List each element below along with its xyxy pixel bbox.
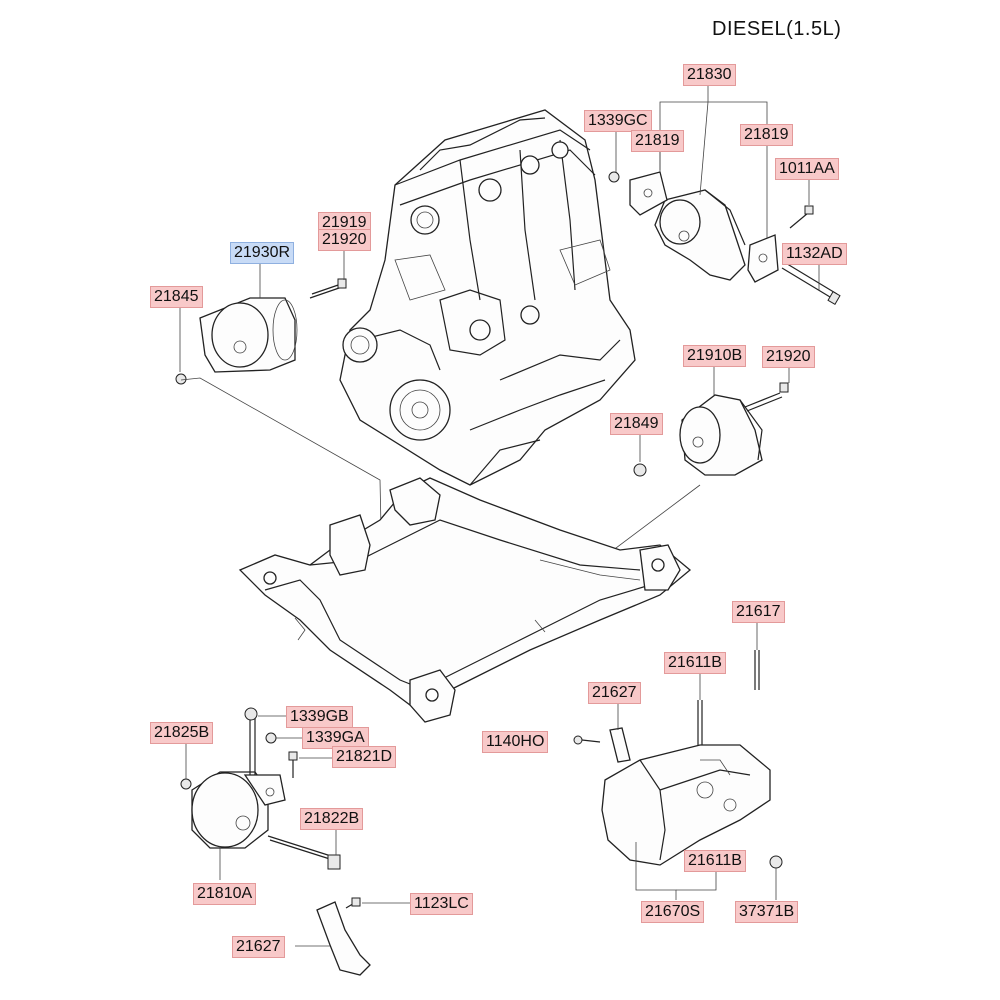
mount-21930R xyxy=(175,278,383,576)
mount-21810A xyxy=(180,707,371,976)
part-label-21611B-top[interactable]: 21611B xyxy=(664,652,726,674)
part-label-37371B[interactable]: 37371B xyxy=(735,901,799,923)
mount-21910B xyxy=(559,382,789,591)
part-label-21810A[interactable]: 21810A xyxy=(193,883,257,905)
bracket-21670S xyxy=(573,650,783,869)
subframe xyxy=(238,477,692,723)
part-label-21822B[interactable]: 21822B xyxy=(300,808,364,830)
part-label-21821D[interactable]: 21821D xyxy=(332,746,397,768)
part-label-1339GA[interactable]: 1339GA xyxy=(302,727,369,749)
engine-block xyxy=(339,109,636,486)
part-label-21920-top[interactable]: 21920 xyxy=(318,229,371,251)
part-label-1339GB[interactable]: 1339GB xyxy=(286,706,353,728)
part-label-21611B-bottom[interactable]: 21611B xyxy=(684,850,746,872)
diagram-title: DIESEL(1.5L) xyxy=(712,18,842,40)
part-label-21910B[interactable]: 21910B xyxy=(683,345,747,367)
part-label-1132AD[interactable]: 1132AD xyxy=(782,243,847,265)
mount-assembly-21830 xyxy=(608,171,841,306)
leader-lines xyxy=(179,83,820,947)
part-label-21819-right[interactable]: 21819 xyxy=(740,124,793,146)
part-label-21845[interactable]: 21845 xyxy=(150,286,203,308)
part-label-1339GC[interactable]: 1339GC xyxy=(584,110,652,132)
part-label-21670S[interactable]: 21670S xyxy=(641,901,705,923)
part-label-1140HO[interactable]: 1140HO xyxy=(482,731,549,753)
part-label-1123LC[interactable]: 1123LC xyxy=(410,893,473,915)
part-label-21930R[interactable]: 21930R xyxy=(230,242,295,264)
part-label-1011AA[interactable]: 1011AA xyxy=(775,158,839,180)
part-label-21830[interactable]: 21830 xyxy=(683,64,736,86)
part-label-21920-right[interactable]: 21920 xyxy=(762,346,815,368)
part-label-21849[interactable]: 21849 xyxy=(610,413,663,435)
part-label-21825B[interactable]: 21825B xyxy=(150,722,214,744)
part-label-21819-left[interactable]: 21819 xyxy=(631,130,684,152)
part-label-21617[interactable]: 21617 xyxy=(732,601,785,623)
part-label-21627-bottom[interactable]: 21627 xyxy=(232,936,285,958)
part-label-21627-top[interactable]: 21627 xyxy=(588,682,641,704)
